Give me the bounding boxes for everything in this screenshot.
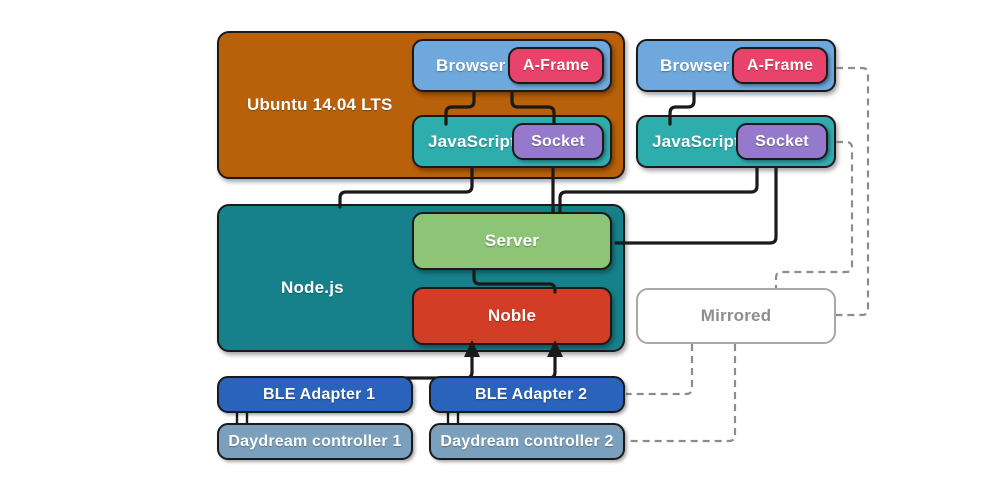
- block-socket-2[interactable]: Socket: [736, 123, 828, 160]
- block-ble-adapter-1[interactable]: BLE Adapter 1: [217, 376, 413, 413]
- block-noble-label: Noble: [487, 306, 537, 325]
- block-socket-1[interactable]: Socket: [512, 123, 604, 160]
- block-aframe-1-label: A-Frame: [522, 56, 590, 74]
- block-aframe-2[interactable]: A-Frame: [732, 47, 828, 84]
- block-ble-adapter-2[interactable]: BLE Adapter 2: [429, 376, 625, 413]
- block-ble-adapter-1-label: BLE Adapter 1: [263, 385, 376, 403]
- block-browser-2-label: Browser: [660, 55, 730, 75]
- wire-mirrored-ble2: [626, 344, 694, 396]
- block-ble-adapter-2-label: BLE Adapter 2: [475, 385, 588, 403]
- block-daydream-controller-1-label: Daydream controller 1: [228, 432, 402, 450]
- wire-mirrored-daydream2: [626, 344, 737, 443]
- wire-browser2-mirrored: [836, 66, 870, 317]
- block-server-label: Server: [484, 231, 540, 250]
- wire-socket2-server: [614, 166, 778, 245]
- block-javascript-2-label: JavaScript: [652, 131, 740, 151]
- block-daydream-controller-1[interactable]: Daydream controller 1: [217, 423, 413, 460]
- block-socket-1-label: Socket: [531, 132, 585, 150]
- block-daydream-controller-2[interactable]: Daydream controller 2: [429, 423, 625, 460]
- block-nodejs-label: Node.js: [281, 278, 344, 297]
- block-socket-2-label: Socket: [755, 132, 809, 150]
- block-browser-1-label: Browser: [436, 55, 506, 75]
- block-aframe-1[interactable]: A-Frame: [508, 47, 604, 84]
- block-aframe-2-label: A-Frame: [746, 56, 814, 74]
- block-noble[interactable]: Noble: [412, 287, 612, 345]
- block-daydream-controller-2-label: Daydream controller 2: [440, 432, 614, 450]
- block-javascript-1-label: JavaScript: [428, 131, 516, 151]
- block-ubuntu-label: Ubuntu 14.04 LTS: [247, 95, 393, 114]
- block-mirrored[interactable]: Mirrored: [636, 288, 836, 344]
- block-mirrored-label: Mirrored: [700, 306, 772, 325]
- block-server[interactable]: Server: [412, 212, 612, 270]
